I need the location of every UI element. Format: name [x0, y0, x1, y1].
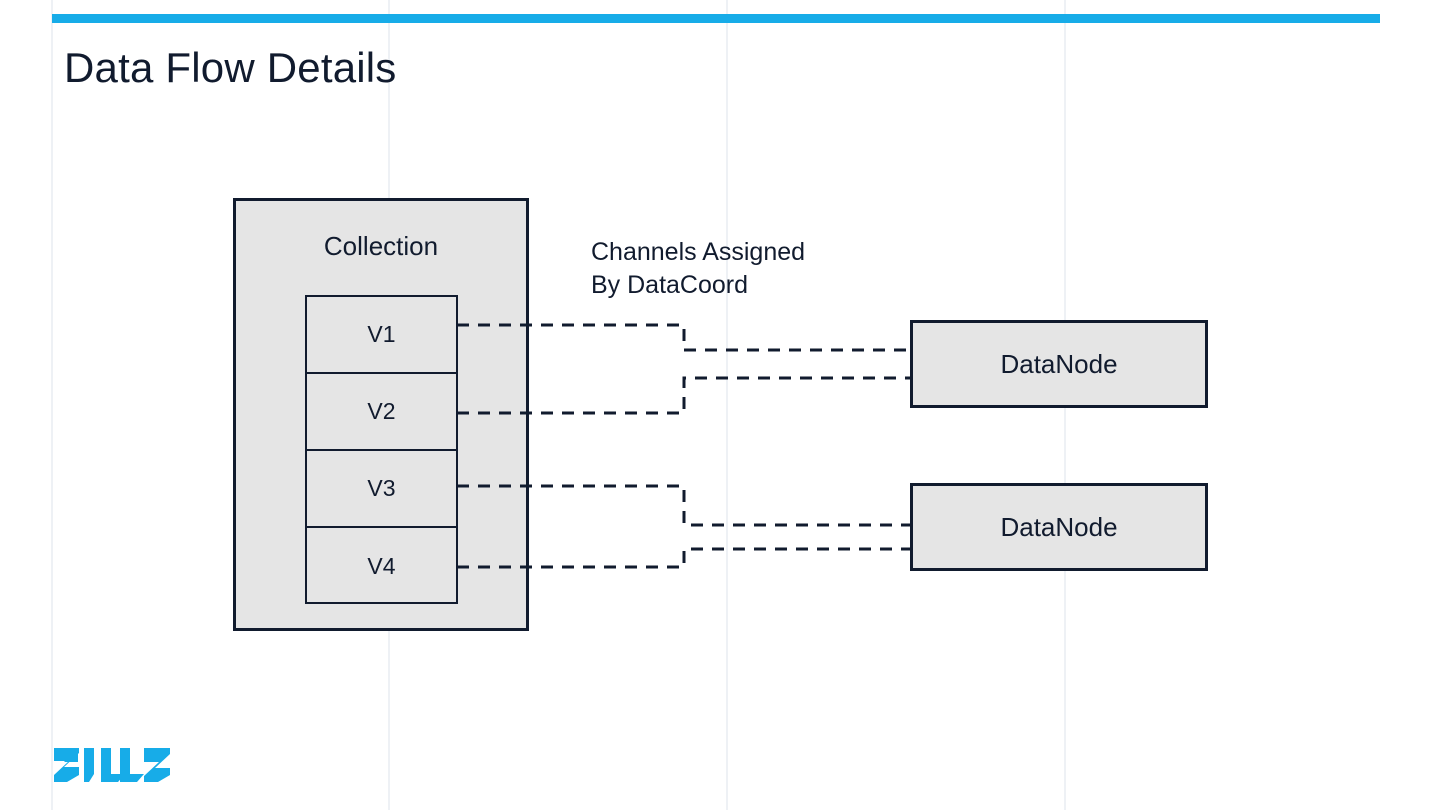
vchannel-v4: V4: [367, 553, 396, 580]
zilliz-logo: [54, 748, 170, 782]
vchannel-v3: V3: [307, 451, 456, 529]
page-title: Data Flow Details: [64, 44, 397, 91]
top-accent-bar: [52, 14, 1380, 23]
vchannel-v1: V1: [307, 297, 456, 375]
vchannel-v2: V2: [307, 374, 456, 452]
channels-assigned-annotation: Channels Assigned By DataCoord: [591, 238, 806, 299]
vchannel-stack: V1 V2 V3 V4: [305, 295, 458, 604]
datanode-box-2: DataNode: [910, 483, 1208, 571]
datanode-box-1: DataNode: [910, 320, 1208, 408]
collection-label: Collection: [323, 231, 439, 261]
guide-gridline: [51, 0, 53, 810]
